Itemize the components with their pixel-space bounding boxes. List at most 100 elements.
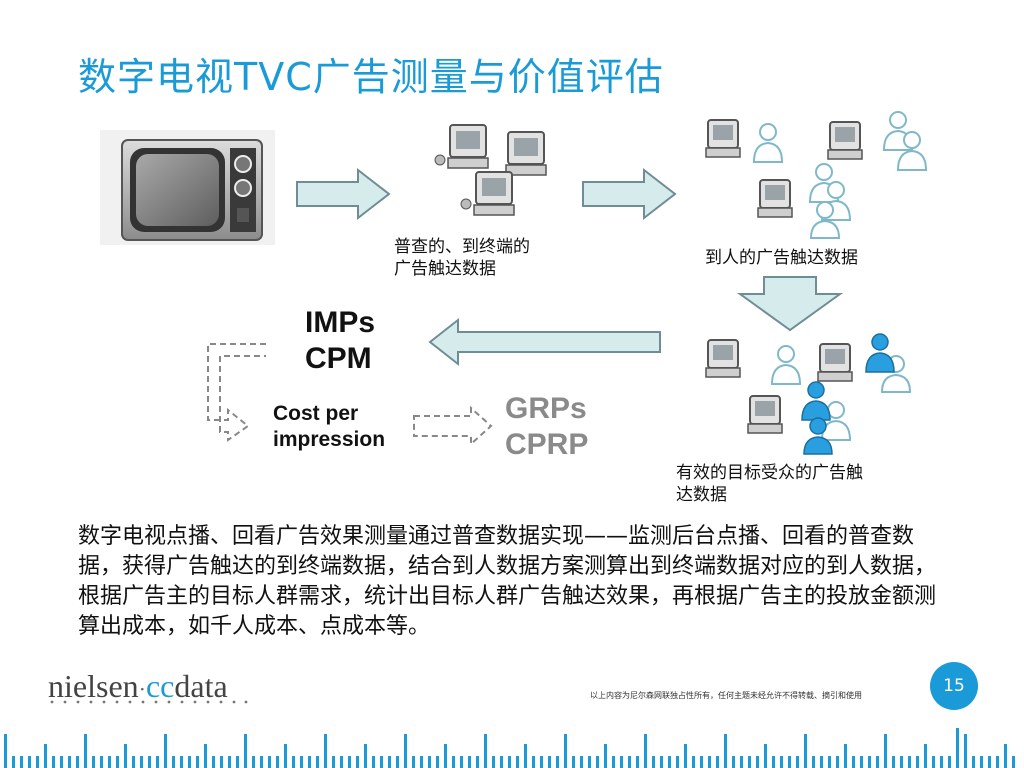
logo-nielsen: nielsen [48, 668, 139, 704]
computer-icon [460, 171, 515, 216]
ruler-tick [540, 756, 543, 768]
ruler-tick [172, 756, 175, 768]
ruler-tick [388, 756, 391, 768]
ruler-tick [436, 756, 439, 768]
ruler-tick [396, 756, 399, 768]
ruler-tick [364, 744, 367, 768]
ruler-tick [476, 756, 479, 768]
slide-title: 数字电视TVC广告测量与价值评估 [78, 55, 664, 99]
person-outline-icons [770, 345, 912, 441]
ruler-tick [92, 756, 95, 768]
ruler-tick [780, 756, 783, 768]
ruler-tick [860, 756, 863, 768]
logo-cc: cc [145, 668, 175, 704]
ruler-tick [500, 756, 503, 768]
ruler-tick [876, 756, 879, 768]
metric-cpm: CPM [305, 342, 372, 375]
ruler-tick [132, 756, 135, 768]
ruler-tick [804, 734, 807, 768]
ruler-tick [356, 756, 359, 768]
terminal-caption-line-1: 普查的、到终端的 [394, 237, 530, 257]
ruler-tick [916, 756, 919, 768]
ruler-tick [548, 756, 551, 768]
ruler-tick [420, 756, 423, 768]
ruler-tick [20, 756, 23, 768]
ruler-tick [428, 756, 431, 768]
ruler-tick [276, 756, 279, 768]
computer-icon [434, 124, 489, 169]
ruler-tick [292, 756, 295, 768]
cost-per-label: Cost per [273, 402, 359, 425]
ruler-tick [828, 756, 831, 768]
ruler-tick [772, 756, 775, 768]
ruler-tick [516, 756, 519, 768]
ruler-tick [660, 756, 663, 768]
arrow-left [428, 317, 661, 367]
ruler-tick [244, 734, 247, 768]
ruler-tick [588, 756, 591, 768]
ruler-tick [284, 744, 287, 768]
ruler-tick [140, 756, 143, 768]
ruler-tick [676, 756, 679, 768]
ruler-tick [596, 756, 599, 768]
ruler-tick [340, 756, 343, 768]
ruler-tick [324, 734, 327, 768]
computer-icon [705, 339, 741, 378]
logo-data: data [174, 668, 228, 704]
ruler-tick [36, 756, 39, 768]
tv-icon [100, 130, 275, 245]
ruler-tick [628, 756, 631, 768]
ruler-tick [580, 756, 583, 768]
ruler-tick [796, 756, 799, 768]
ruler-tick [644, 734, 647, 768]
ruler-tick [180, 756, 183, 768]
ruler-tick [940, 756, 943, 768]
ruler-tick [124, 744, 127, 768]
ruler-tick [684, 744, 687, 768]
ruler-tick [268, 756, 271, 768]
ruler-tick [236, 756, 239, 768]
ruler-tick [972, 756, 975, 768]
ruler-tick [100, 756, 103, 768]
target-caption-line-1: 有效的目标受众的广告触 [676, 463, 863, 483]
ruler-tick [788, 756, 791, 768]
ruler-decoration [4, 728, 1015, 768]
ruler-tick [708, 756, 711, 768]
person-filled-icons [801, 333, 895, 455]
ruler-tick [908, 756, 911, 768]
ruler-tick [612, 756, 615, 768]
arrow-right-2 [582, 167, 677, 221]
ruler-tick [956, 728, 959, 768]
computer-icon [827, 121, 863, 160]
ruler-tick [636, 756, 639, 768]
ruler-tick [652, 756, 655, 768]
ruler-tick [508, 756, 511, 768]
ruler-tick [484, 734, 487, 768]
ruler-tick [604, 744, 607, 768]
ruler-tick [692, 756, 695, 768]
ruler-tick [716, 756, 719, 768]
ruler-tick [76, 756, 79, 768]
ruler-tick [932, 756, 935, 768]
ruler-tick [996, 756, 999, 768]
ruler-tick [948, 756, 951, 768]
ruler-tick [460, 756, 463, 768]
arrow-down [736, 276, 844, 332]
ruler-tick [156, 756, 159, 768]
ruler-tick [68, 756, 71, 768]
ruler-tick [1004, 744, 1007, 768]
target-audience-icon [705, 333, 912, 455]
computer-icon [705, 119, 741, 158]
ruler-tick [924, 744, 927, 768]
impression-label: impression [273, 428, 386, 451]
ruler-tick [148, 756, 151, 768]
terminal-caption-line-2: 广告触达数据 [394, 259, 496, 279]
ruler-tick [300, 756, 303, 768]
ruler-tick [564, 734, 567, 768]
ruler-tick [836, 756, 839, 768]
ruler-tick [412, 756, 415, 768]
ruler-tick [764, 744, 767, 768]
ruler-tick [380, 756, 383, 768]
body-paragraph: 数字电视点播、回看广告效果测量通过普查数据实现——监测后台点播、回看的普查数据，… [78, 524, 937, 639]
terminal-caption: 普查的、到终端的 广告触达数据 [394, 236, 530, 280]
